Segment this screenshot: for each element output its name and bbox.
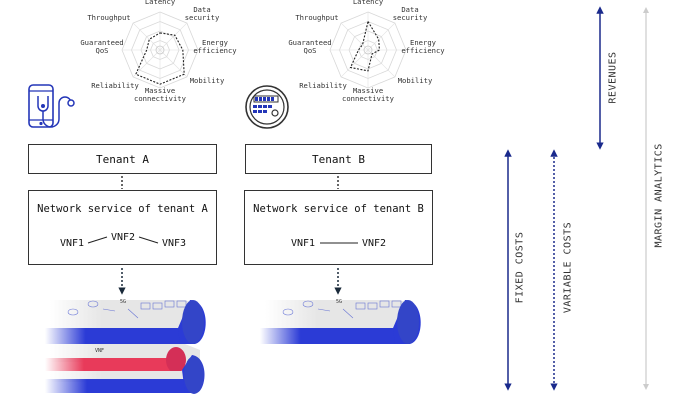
tenant-a-service-box: Network service of tenant A VNF1 VNF2 VN… xyxy=(28,190,217,265)
revenues-label: REVENUES xyxy=(607,51,619,104)
svg-text:5G: 5G xyxy=(336,299,342,305)
svg-text:5G: 5G xyxy=(120,299,126,305)
smart-meter-icon xyxy=(245,85,289,129)
radar-a-center xyxy=(155,45,165,55)
tenant-a-service-title: Network service of tenant A xyxy=(37,203,208,215)
radar-b-spoke xyxy=(367,49,396,78)
radar-a-axis-label: Throughput xyxy=(87,13,130,22)
tenant-a-vnf1: VNF1 xyxy=(60,238,85,249)
tenant-b-service-box: Network service of tenant B VNF1 VNF2 xyxy=(244,190,433,265)
tenant-a-box: Tenant A xyxy=(28,144,217,174)
tenant-b-title: Tenant B xyxy=(312,153,365,166)
radar-a-axis-label: Reliability xyxy=(91,81,139,90)
radar-b-center xyxy=(363,45,373,55)
radar-b-spoke xyxy=(340,22,369,51)
radar-a-axis-label: Mobility xyxy=(190,76,225,85)
tenant-b-vnf1: VNF1 xyxy=(291,238,316,249)
svg-text:VNF: VNF xyxy=(95,348,104,354)
radar-a-axis-label: Latency xyxy=(145,0,176,6)
tenant-a-vnf3: VNF3 xyxy=(162,238,187,249)
tenant-a-title: Tenant A xyxy=(96,153,149,166)
tenant-b-vnf2: VNF2 xyxy=(362,238,387,249)
vnf-link-a-1 xyxy=(87,236,108,244)
variable-costs-label: VARIABLE COSTS xyxy=(562,221,574,314)
radar-a-spoke xyxy=(132,22,161,51)
radar-a-spoke xyxy=(132,49,161,78)
radar-a-spoke xyxy=(159,49,188,78)
radar-b-axis-label: Reliability xyxy=(299,81,347,90)
vnf-link-a-2 xyxy=(138,236,159,244)
radar-b-axis-label: Throughput xyxy=(295,13,338,22)
radar-b-axis-label: Mobility xyxy=(398,76,433,85)
tenant-b-box: Tenant B xyxy=(245,144,432,174)
tenant-a-vnf2: VNF2 xyxy=(111,232,136,243)
margin-analytics-label: MARGIN ANALYTICS xyxy=(653,143,665,248)
radar-b-series xyxy=(349,20,380,72)
tenant-b-service-title: Network service of tenant B xyxy=(253,203,424,215)
network-slice-pipes-a: 5G VNF xyxy=(45,299,206,394)
radar-a-spoke xyxy=(159,22,188,51)
fixed-costs-label: FIXED COSTS xyxy=(514,231,526,304)
radar-b-spoke xyxy=(340,49,369,78)
radar-a-series xyxy=(135,32,185,85)
radar-b-spoke xyxy=(367,22,396,51)
radar-b-axis-label: Latency xyxy=(353,0,384,6)
medical-device-icon xyxy=(28,84,75,128)
network-slice-pipe-b: 5G xyxy=(260,299,421,344)
